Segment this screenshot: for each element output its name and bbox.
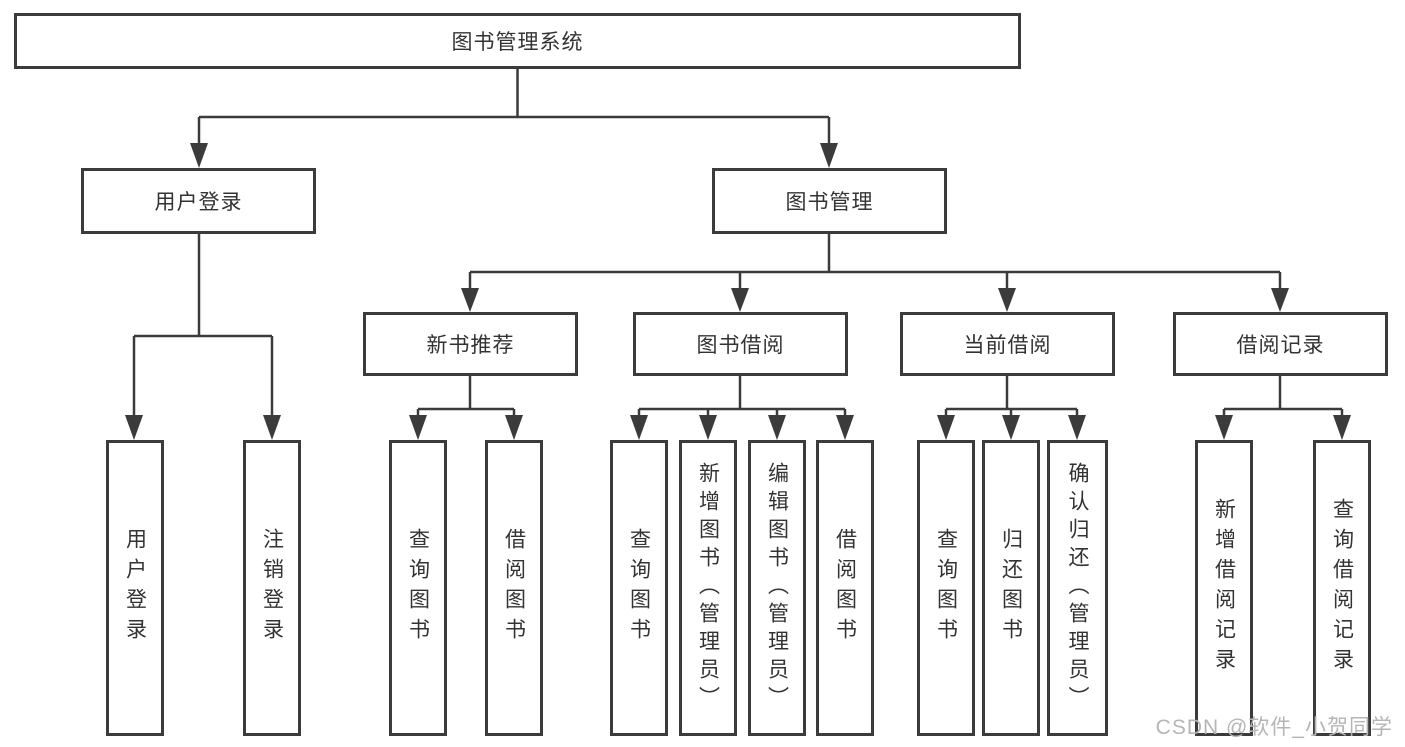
leaf-borrow-books-label: 借阅图书 xyxy=(833,528,857,648)
leaf-return-books-label: 归还图书 xyxy=(999,528,1023,648)
node-user-login-label: 用户登录 xyxy=(154,191,243,214)
node-book-management-label: 图书管理 xyxy=(785,191,874,214)
node-borrowing-records: 借阅记录 xyxy=(1173,312,1388,376)
leaf-logout: 注销登录 xyxy=(243,440,301,736)
csdn-watermark: CSDN @软件_小贺同学 xyxy=(1155,716,1393,739)
node-book-borrowing: 图书借阅 xyxy=(633,312,848,376)
leaf-add-borrow-record-label: 新增借阅记录 xyxy=(1212,498,1236,678)
leaf-user-login-label: 用户登录 xyxy=(123,528,147,648)
leaf-borrow-books: 借阅图书 xyxy=(816,440,874,736)
leaf-edit-books-admin-label: 编辑图书（管理员） xyxy=(765,462,789,714)
leaf-query-books-borrowing-label: 查询图书 xyxy=(627,528,651,648)
node-book-borrowing-label: 图书借阅 xyxy=(696,334,785,357)
node-new-book-recommend: 新书推荐 xyxy=(363,312,578,376)
leaf-edit-books-admin: 编辑图书（管理员） xyxy=(748,440,806,736)
leaf-query-books-current-label: 查询图书 xyxy=(934,528,958,648)
leaf-add-borrow-record: 新增借阅记录 xyxy=(1195,440,1253,736)
leaf-add-books-admin-label: 新增图书（管理员） xyxy=(696,462,720,714)
node-root-label: 图书管理系统 xyxy=(451,31,584,54)
node-root-system: 图书管理系统 xyxy=(14,13,1021,69)
leaf-query-books-borrowing: 查询图书 xyxy=(610,440,668,736)
leaf-query-books-current: 查询图书 xyxy=(917,440,975,736)
leaf-borrow-books-recommend-label: 借阅图书 xyxy=(502,528,526,648)
leaf-return-books: 归还图书 xyxy=(982,440,1040,736)
node-current-borrowing: 当前借阅 xyxy=(900,312,1115,376)
leaf-logout-label: 注销登录 xyxy=(260,528,284,648)
leaf-borrow-books-recommend: 借阅图书 xyxy=(485,440,543,736)
connector-arrowheads xyxy=(125,143,1351,440)
node-book-management: 图书管理 xyxy=(712,168,947,234)
node-current-borrowing-label: 当前借阅 xyxy=(963,334,1052,357)
leaf-user-login: 用户登录 xyxy=(106,440,164,736)
node-borrowing-records-label: 借阅记录 xyxy=(1236,334,1325,357)
leaf-query-borrow-record-label: 查询借阅记录 xyxy=(1330,498,1354,678)
leaf-query-borrow-record: 查询借阅记录 xyxy=(1313,440,1371,736)
leaf-query-books-recommend-label: 查询图书 xyxy=(406,528,430,648)
leaf-confirm-return-admin-label: 确认归还（管理员） xyxy=(1066,462,1089,714)
leaf-add-books-admin: 新增图书（管理员） xyxy=(679,440,737,736)
leaf-confirm-return-admin: 确认归还（管理员） xyxy=(1047,440,1108,736)
leaf-query-books-recommend: 查询图书 xyxy=(389,440,447,736)
node-user-login: 用户登录 xyxy=(81,168,316,234)
node-new-book-recommend-label: 新书推荐 xyxy=(426,334,515,357)
